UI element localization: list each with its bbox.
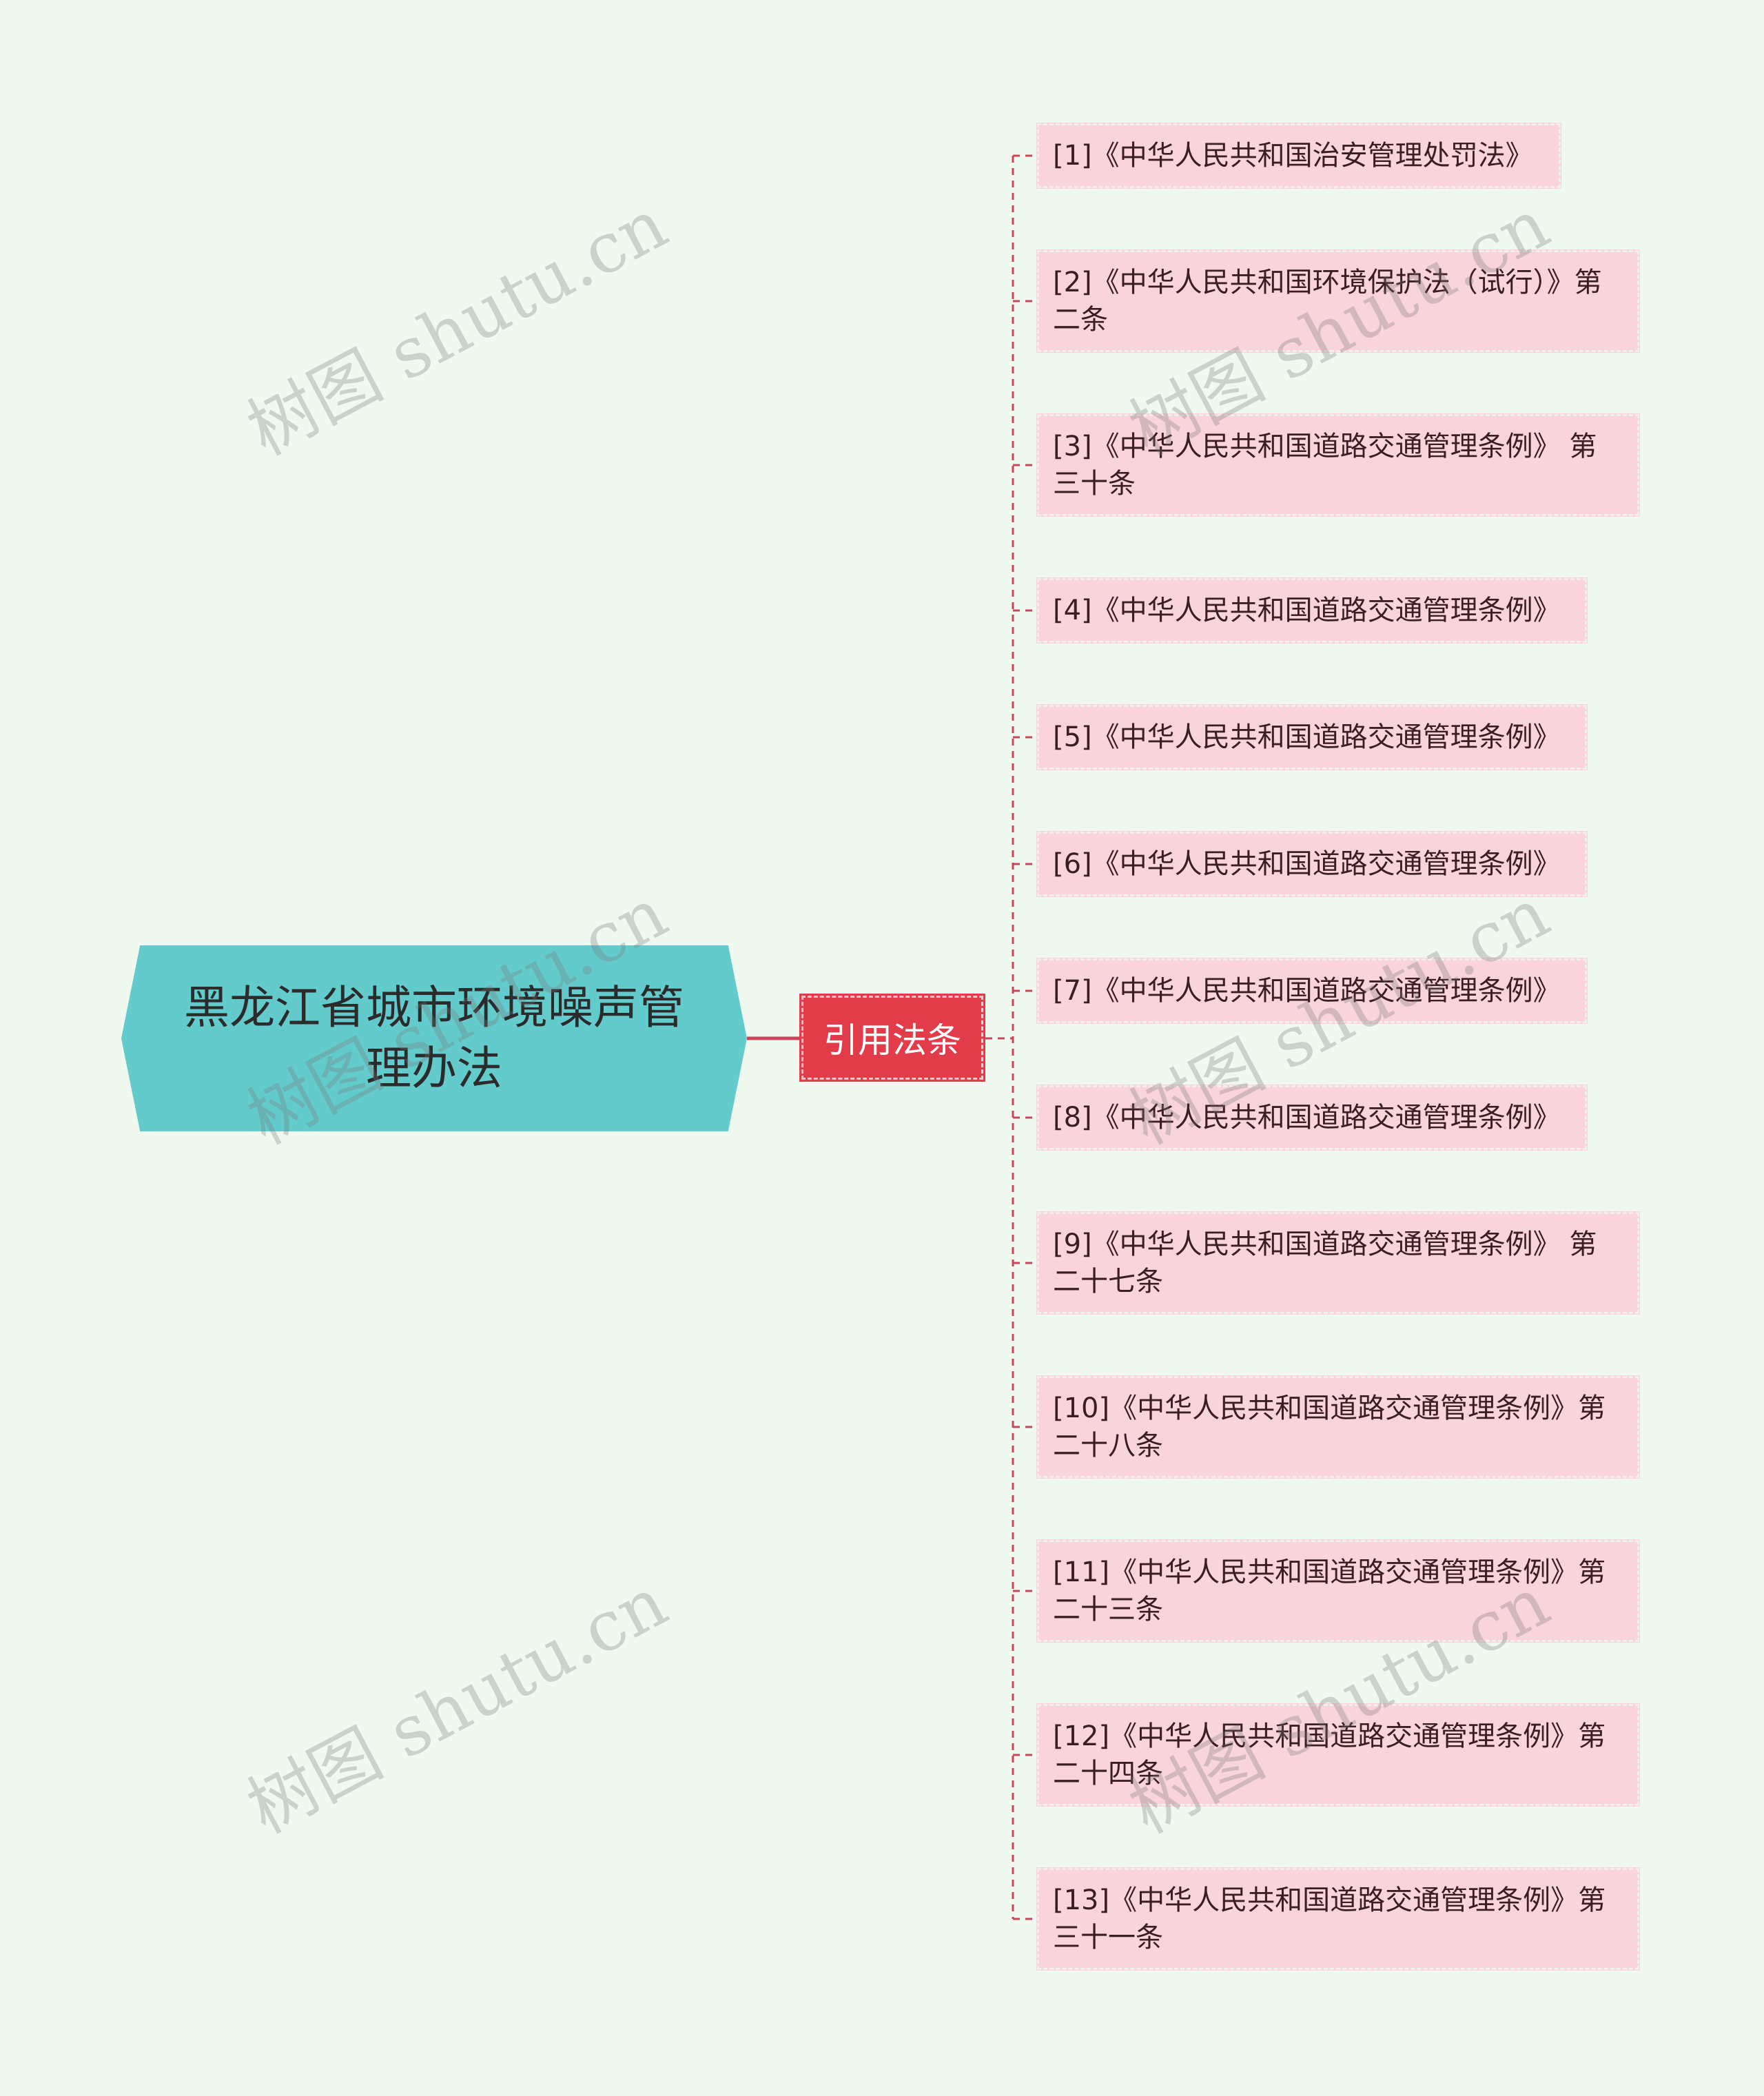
leaf-label: [5]《中华人民共和国道路交通管理条例》 xyxy=(1053,721,1561,753)
leaf-topic-2[interactable]: [2]《中华人民共和国环境保护法（试行）》第二条 xyxy=(1036,249,1640,353)
leaf-topic-9[interactable]: [9]《中华人民共和国道路交通管理条例》 第二十七条 xyxy=(1036,1211,1640,1315)
leaf-label: [3]《中华人民共和国道路交通管理条例》 第三十条 xyxy=(1053,431,1597,500)
leaf-label: [7]《中华人民共和国道路交通管理条例》 xyxy=(1053,975,1561,1007)
leaf-label: [10]《中华人民共和国道路交通管理条例》第二十八条 xyxy=(1053,1393,1606,1461)
leaf-topic-4[interactable]: [4]《中华人民共和国道路交通管理条例》 xyxy=(1036,577,1588,644)
leaf-topic-7[interactable]: [7]《中华人民共和国道路交通管理条例》 xyxy=(1036,958,1588,1024)
root-topic[interactable]: 黑龙江省城市环境噪声管理办法 xyxy=(121,945,747,1131)
leaf-topic-13[interactable]: [13]《中华人民共和国道路交通管理条例》第三十一条 xyxy=(1036,1867,1640,1971)
leaf-label: [2]《中华人民共和国环境保护法（试行）》第二条 xyxy=(1053,267,1602,336)
leaf-label: [6]《中华人民共和国道路交通管理条例》 xyxy=(1053,848,1561,880)
leaf-topic-6[interactable]: [6]《中华人民共和国道路交通管理条例》 xyxy=(1036,831,1588,897)
leaf-topic-5[interactable]: [5]《中华人民共和国道路交通管理条例》 xyxy=(1036,704,1588,770)
leaf-topic-1[interactable]: [1]《中华人民共和国治安管理处罚法》 xyxy=(1036,123,1561,189)
leaf-label: [1]《中华人民共和国治安管理处罚法》 xyxy=(1053,140,1533,172)
leaf-label: [8]《中华人民共和国道路交通管理条例》 xyxy=(1053,1102,1561,1133)
leaf-topic-3[interactable]: [3]《中华人民共和国道路交通管理条例》 第三十条 xyxy=(1036,413,1640,517)
leaf-topic-10[interactable]: [10]《中华人民共和国道路交通管理条例》第二十八条 xyxy=(1036,1375,1640,1479)
leaf-label: [13]《中华人民共和国道路交通管理条例》第三十一条 xyxy=(1053,1884,1606,1953)
leaf-topic-8[interactable]: [8]《中华人民共和国道路交通管理条例》 xyxy=(1036,1085,1588,1151)
branch-topic-cited-laws[interactable]: 引用法条 xyxy=(799,994,985,1082)
leaf-label: [4]《中华人民共和国道路交通管理条例》 xyxy=(1053,595,1561,626)
branch-topic-label: 引用法条 xyxy=(823,1020,961,1060)
leaf-label: [11]《中华人民共和国道路交通管理条例》第二十三条 xyxy=(1053,1556,1606,1625)
leaf-topic-12[interactable]: [12]《中华人民共和国道路交通管理条例》第二十四条 xyxy=(1036,1703,1640,1807)
leaf-label: [12]《中华人民共和国道路交通管理条例》第二十四条 xyxy=(1053,1720,1606,1789)
leaf-topic-11[interactable]: [11]《中华人民共和国道路交通管理条例》第二十三条 xyxy=(1036,1539,1640,1643)
root-topic-label: 黑龙江省城市环境噪声管理办法 xyxy=(184,981,684,1095)
leaf-label: [9]《中华人民共和国道路交通管理条例》 第二十七条 xyxy=(1053,1229,1597,1297)
